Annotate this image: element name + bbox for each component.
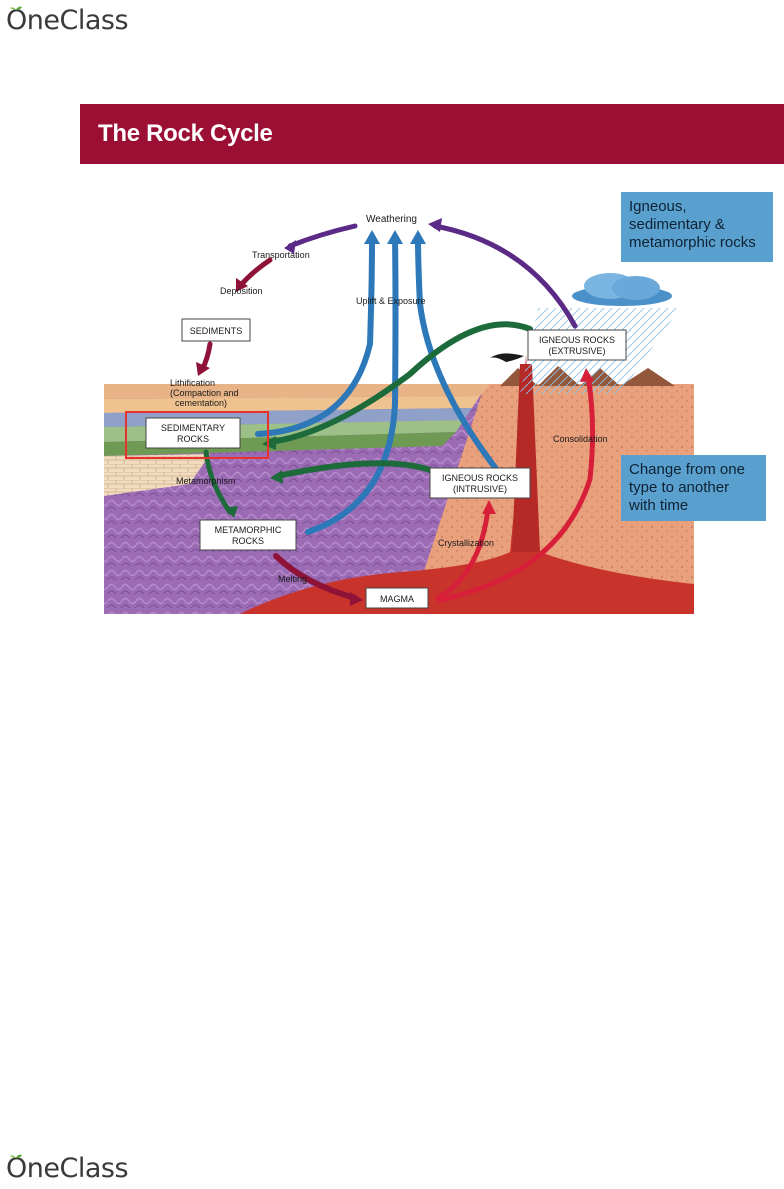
box-igneous-intrusive: IGNEOUS ROCKS (INTRUSIVE) xyxy=(429,467,531,499)
svg-text:IGNEOUS ROCKS: IGNEOUS ROCKS xyxy=(442,473,518,483)
label-consolidation: Consolidation xyxy=(553,434,608,444)
label-compaction-1: (Compaction and xyxy=(170,388,239,398)
rock-boxes: SEDIMENTS SEDIMENTARY ROCKS METAMORPHIC … xyxy=(145,318,627,609)
process-arrows xyxy=(196,218,596,606)
box-igneous-extrusive: IGNEOUS ROCKS (EXTRUSIVE) xyxy=(527,329,627,361)
label-metamorphism: Metamorphism xyxy=(176,476,236,486)
slide: The Rock Cycle xyxy=(80,104,784,620)
label-compaction-2: cementation) xyxy=(175,398,227,408)
callout-rock-types: Igneous, sedimentary & metamorphic rocks xyxy=(621,192,773,262)
svg-text:(INTRUSIVE): (INTRUSIVE) xyxy=(453,484,507,494)
label-uplift-exposure: Uplift & Exposure xyxy=(356,296,426,306)
process-labels: Weathering Transportation Deposition Upl… xyxy=(170,214,608,584)
svg-text:SEDIMENTARY: SEDIMENTARY xyxy=(161,423,225,433)
oneclass-logo-icon xyxy=(2,1154,30,1184)
svg-text:IGNEOUS ROCKS: IGNEOUS ROCKS xyxy=(539,335,615,345)
label-lithification: Lithification xyxy=(170,378,215,388)
svg-text:ROCKS: ROCKS xyxy=(177,434,209,444)
brand-name: OneClass xyxy=(6,1153,129,1184)
brand-logo-top: OneClass xyxy=(2,2,129,36)
box-sediments: SEDIMENTS xyxy=(181,318,251,342)
label-deposition: Deposition xyxy=(220,286,263,296)
label-transportation: Transportation xyxy=(252,250,310,260)
svg-text:ROCKS: ROCKS xyxy=(232,536,264,546)
svg-text:MAGMA: MAGMA xyxy=(380,594,414,604)
callout-change: Change from one type to another with tim… xyxy=(621,455,766,521)
label-crystallization: Crystallization xyxy=(438,538,494,548)
rock-cycle-diagram: Weathering Transportation Deposition Upl… xyxy=(104,214,694,614)
oneclass-logo-icon xyxy=(2,6,30,36)
label-melting: Melting xyxy=(278,574,307,584)
box-magma: MAGMA xyxy=(365,587,429,609)
brand-name: OneClass xyxy=(6,5,129,36)
label-weathering: Weathering xyxy=(366,214,417,225)
title-bar: The Rock Cycle xyxy=(80,104,784,164)
box-metamorphic-rocks: METAMORPHIC ROCKS xyxy=(199,519,297,551)
svg-text:SEDIMENTS: SEDIMENTS xyxy=(190,326,243,336)
brand-logo-bottom: OneClass xyxy=(2,1150,129,1184)
svg-text:METAMORPHIC: METAMORPHIC xyxy=(215,525,282,535)
svg-text:(EXTRUSIVE): (EXTRUSIVE) xyxy=(548,346,605,356)
box-sedimentary-rocks: SEDIMENTARY ROCKS xyxy=(145,417,241,449)
sedimentary-highlight-box xyxy=(125,411,269,459)
slide-title: The Rock Cycle xyxy=(98,120,273,147)
